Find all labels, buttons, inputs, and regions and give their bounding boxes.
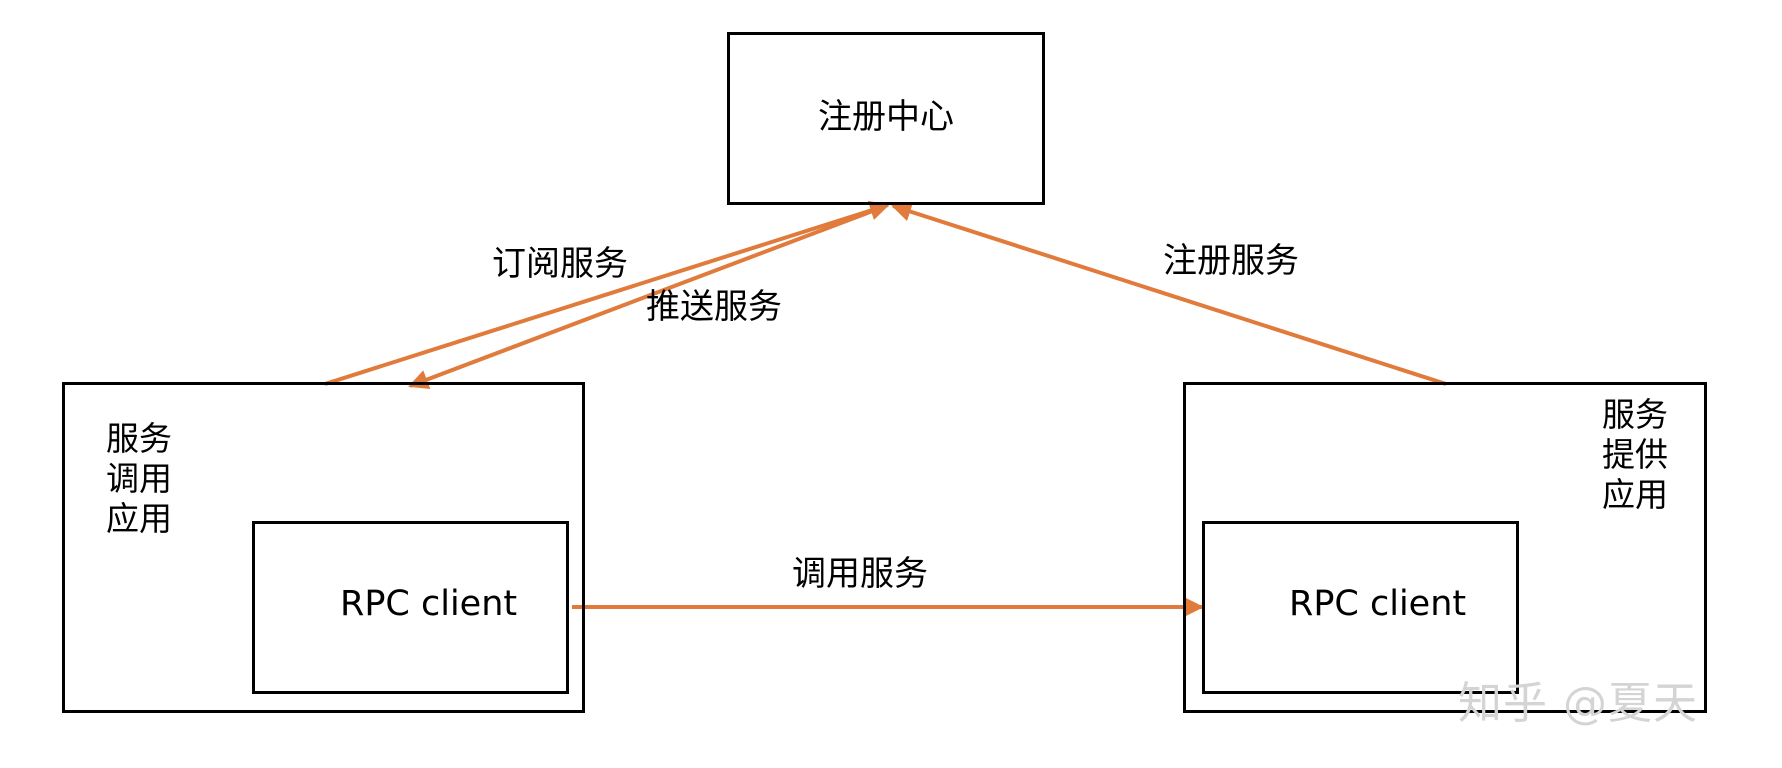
consumer-rpc-client-box <box>252 521 569 694</box>
invoke-service-label: 调用服务 <box>792 554 928 594</box>
subscribe-arrow <box>324 200 890 386</box>
push-arrow <box>408 207 879 389</box>
provider-app-title: 服务 提供 应用 <box>1602 395 1668 514</box>
push-service-label: 推送服务 <box>646 287 782 327</box>
provider-rpc-client-label: RPC client <box>1289 584 1467 624</box>
registry-title: 注册中心 <box>818 97 954 137</box>
consumer-app-box <box>62 382 585 713</box>
subscribe-service-label: 订阅服务 <box>492 244 628 284</box>
provider-rpc-client-box <box>1202 521 1519 694</box>
provider-app-box <box>1183 382 1707 713</box>
register-service-label: 注册服务 <box>1163 241 1299 281</box>
register-arrow <box>891 201 1447 386</box>
consumer-app-title: 服务 调用 应用 <box>106 419 172 538</box>
consumer-rpc-client-label: RPC client <box>340 584 518 624</box>
registry-box <box>727 32 1045 205</box>
watermark: 知乎 @夏天 <box>1458 678 1698 729</box>
